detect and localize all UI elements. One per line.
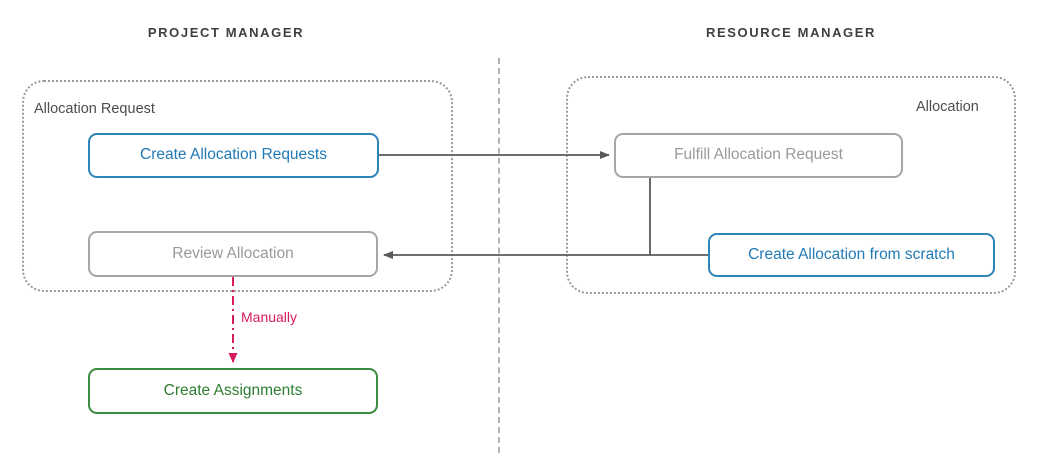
node-create-allocation-from-scratch[interactable]: Create Allocation from scratch xyxy=(708,233,995,277)
group-label-allocation: Allocation xyxy=(916,99,979,115)
group-allocation xyxy=(566,76,1016,294)
node-review-allocation[interactable]: Review Allocation xyxy=(88,231,378,277)
node-create-assignments[interactable]: Create Assignments xyxy=(88,368,378,414)
group-allocation-request xyxy=(22,80,453,292)
swimlane-title-resource-manager: RESOURCE MANAGER xyxy=(705,25,877,40)
node-create-allocation-requests[interactable]: Create Allocation Requests xyxy=(88,133,379,178)
swimlane-title-project-manager: PROJECT MANAGER xyxy=(147,25,305,40)
edge-label-manually: Manually xyxy=(241,309,298,325)
swimlane-divider xyxy=(498,58,500,453)
group-label-allocation-request: Allocation Request xyxy=(34,101,155,117)
node-fulfill-allocation-request[interactable]: Fulfill Allocation Request xyxy=(614,133,903,178)
